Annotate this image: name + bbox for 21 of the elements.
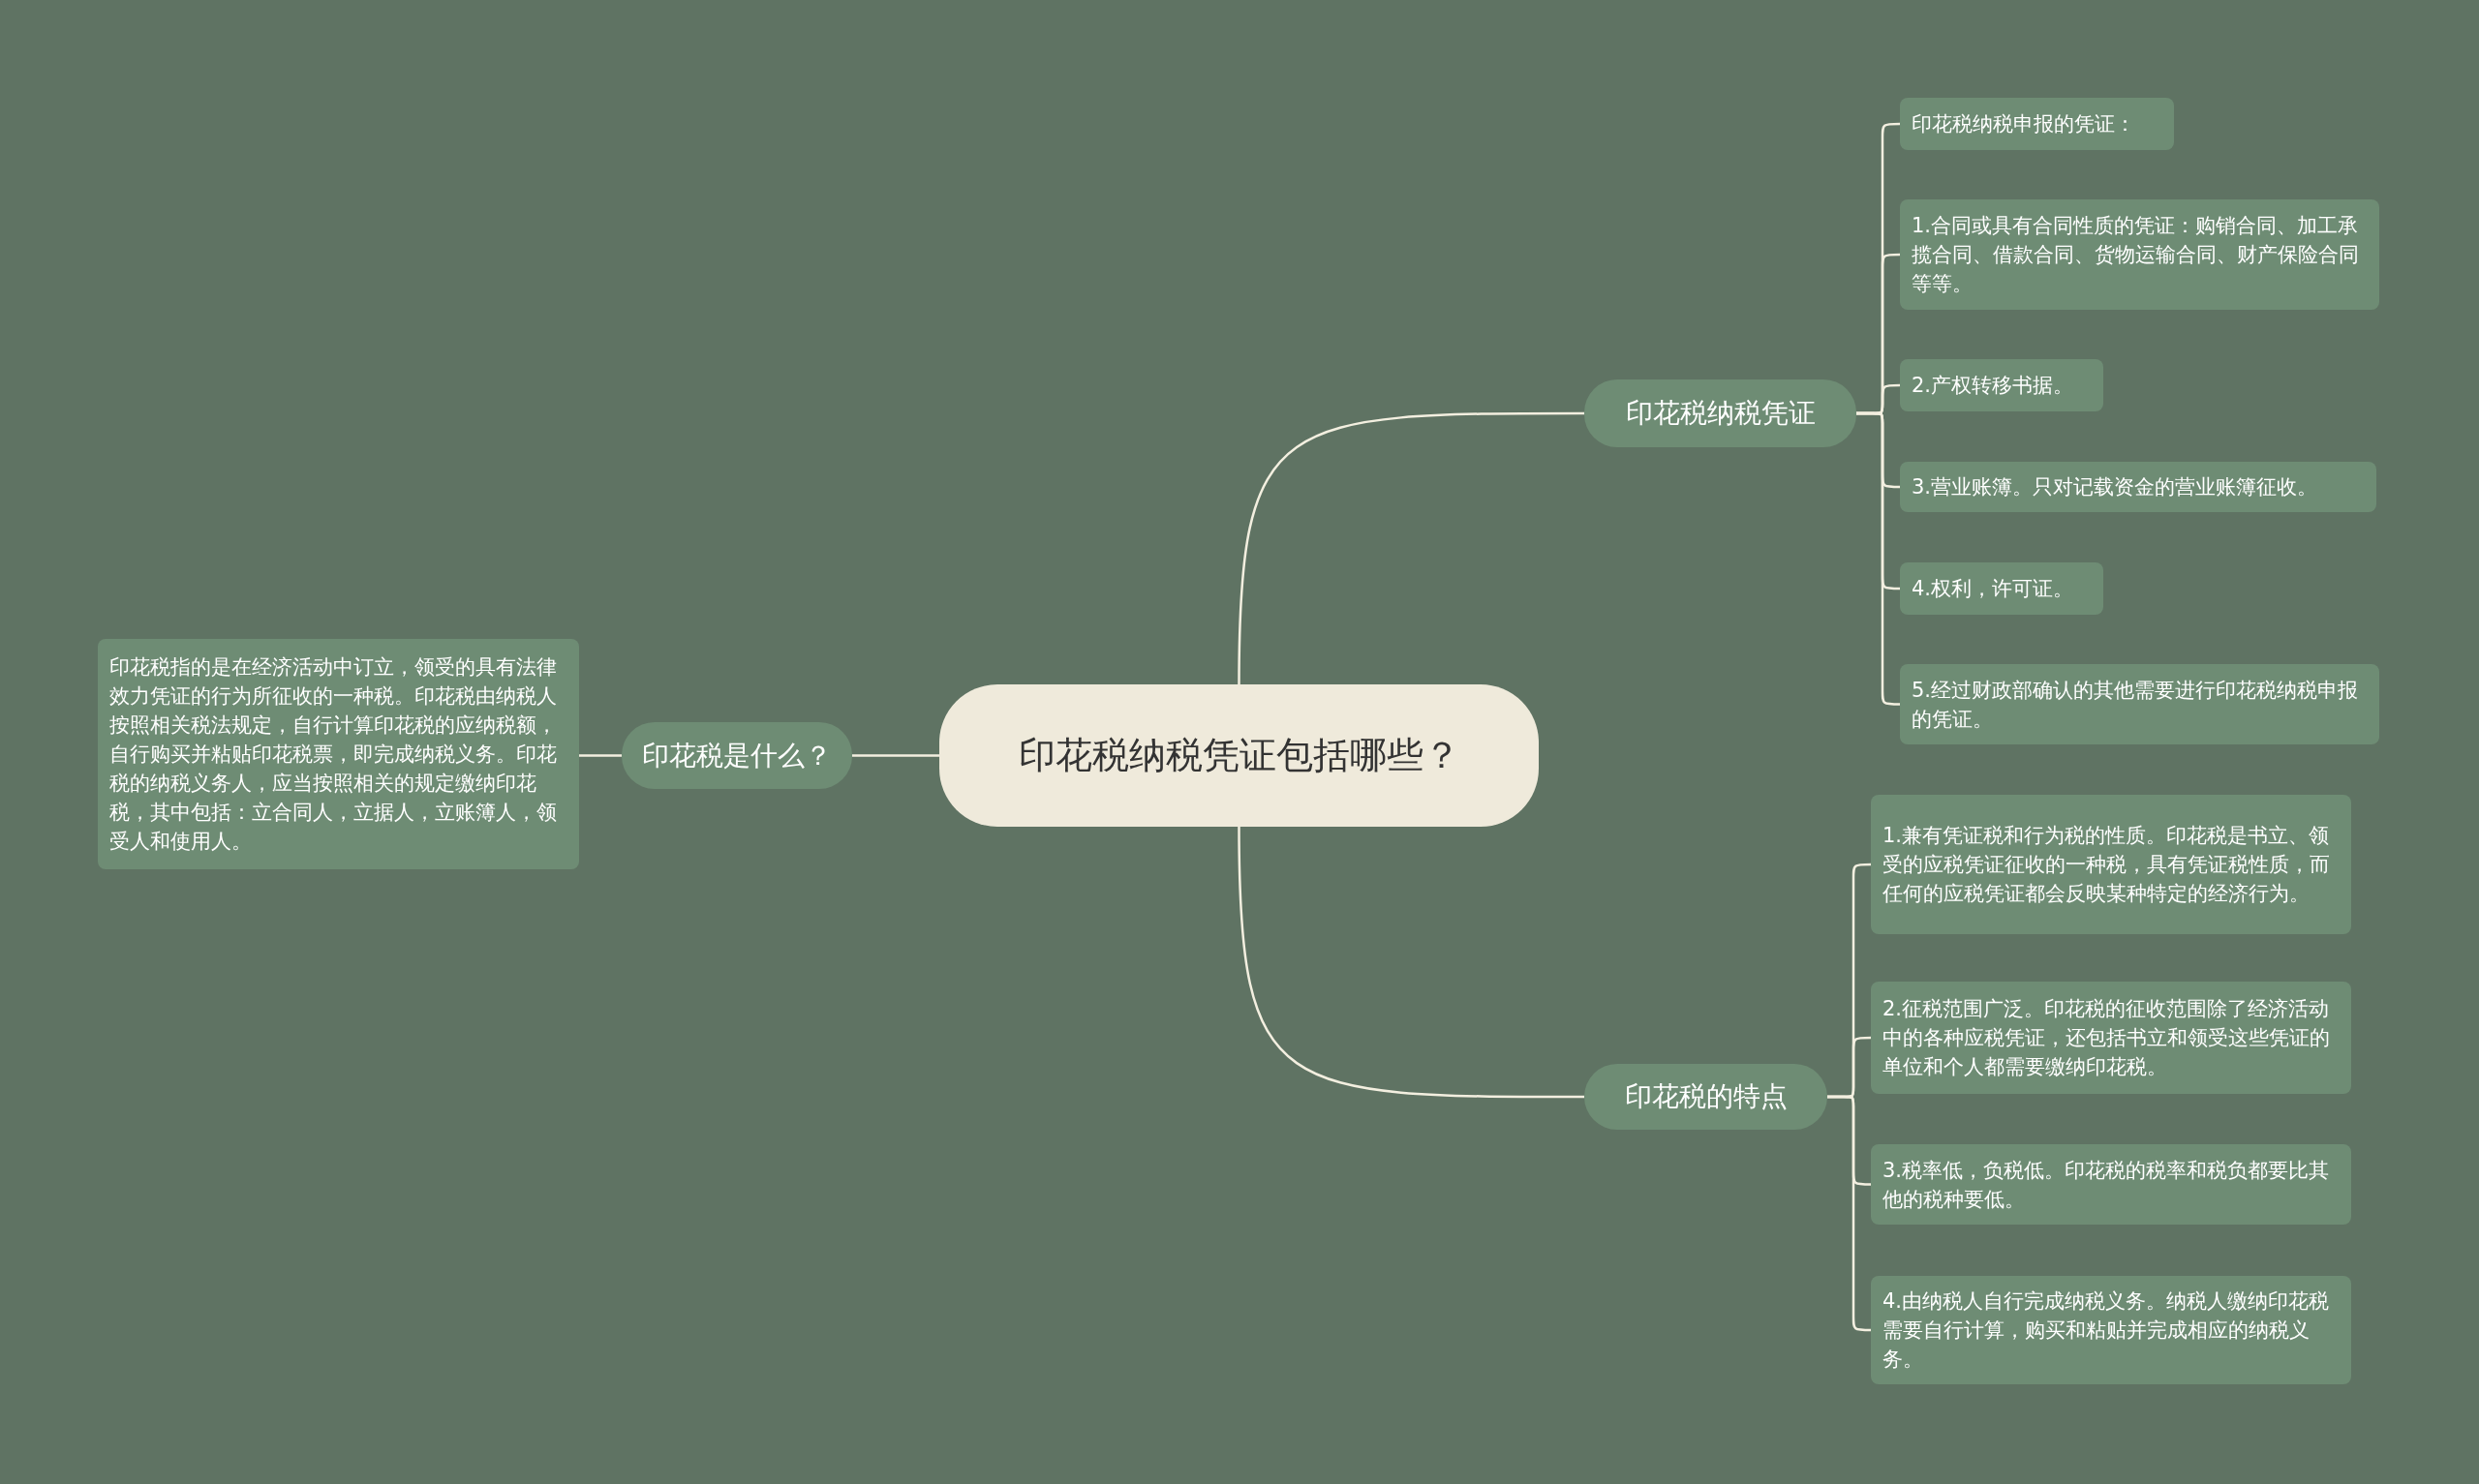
connector-line [852, 754, 939, 757]
text-card: 2.产权转移书据。 [1900, 359, 2103, 411]
text-card: 4.权利，许可证。 [1900, 562, 2103, 615]
text-card: 印花税纳税申报的凭证： [1900, 98, 2174, 150]
text-card: 3.税率低，负税低。印花税的税率和税负都要比其他的税种要低。 [1871, 1144, 2351, 1225]
text-card: 5.经过财政部确认的其他需要进行印花税纳税申报的凭证。 [1900, 664, 2379, 744]
topic-pill: 印花税纳税凭证包括哪些？ [939, 684, 1539, 827]
branch-pill: 印花税是什么？ [622, 722, 852, 789]
connector-line [1238, 827, 1584, 1099]
connector-line [579, 754, 622, 757]
text-card: 4.由纳税人自行完成纳税义务。纳税人缴纳印花税需要自行计算，购买和粘贴并完成相应的纳税义务。 [1871, 1276, 2351, 1384]
text-card: 1.兼有凭证税和行为税的性质。印花税是书立、领受的应税凭证征收的一种税，具有凭证税性质，而任何的应税凭证都会反映某种特定的经济行为。 [1871, 795, 2351, 934]
branch-pill: 印花税纳税凭证 [1584, 379, 1856, 447]
text-card: 1.合同或具有合同性质的凭证：购销合同、加工承揽合同、借款合同、货物运输合同、财产保险合同等等。 [1900, 199, 2379, 310]
connector-line [1827, 1095, 1871, 1332]
connector-line [1238, 411, 1584, 684]
connector-line [1856, 411, 1900, 706]
text-card: 3.营业账簿。只对记载资金的营业账簿征收。 [1900, 462, 2376, 512]
text-card: 2.征税范围广泛。印花税的征收范围除了经济活动中的各种应税凭证，还包括书立和领受这些凭证的单位和个人都需要缴纳印花税。 [1871, 982, 2351, 1094]
branch-pill: 印花税的特点 [1584, 1064, 1827, 1130]
text-card: 印花税指的是在经济活动中订立，领受的具有法律效力凭证的行为所征收的一种税。印花税由纳税人按照相关税法规定，自行计算印花税的应纳税额，自行购买并粘贴印花税票，即完成纳税义务。印花税的纳税义务人，应当按照相关的规定缴纳印花税，其中包括：立合同人，立据人，立账簿人，领受人和使用人。 [98, 639, 579, 869]
